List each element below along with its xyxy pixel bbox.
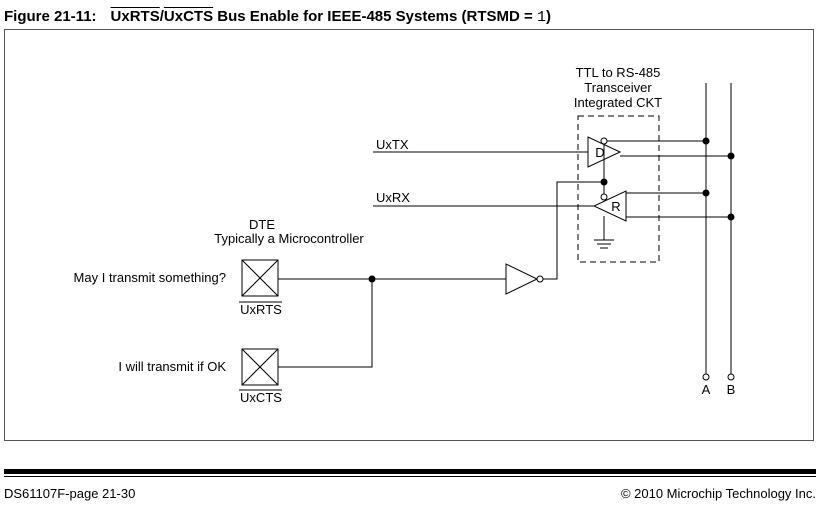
figure-caption: Figure 21-11: UxRTS/UxCTS Bus Enable for … xyxy=(4,8,551,26)
rts-pin-label: UxRTS xyxy=(240,302,282,317)
ground-symbol xyxy=(594,216,614,249)
figure-frame xyxy=(4,29,814,441)
caption-close: ) xyxy=(545,8,551,25)
transceiver-box xyxy=(577,115,660,263)
enable-wire xyxy=(543,181,604,280)
footer-page-number: DS61107F-page 21-30 xyxy=(4,486,136,501)
junction-dot xyxy=(600,178,608,186)
junction-dot xyxy=(368,275,376,283)
inverter-triangle xyxy=(505,263,539,295)
transceiver-label-3: Integrated CKT xyxy=(574,95,662,110)
uxrx-label: UxRX xyxy=(376,190,410,205)
cts-wire xyxy=(278,279,373,368)
transceiver-label-2: Transceiver xyxy=(584,80,652,95)
uxtx-label: UxTX xyxy=(376,137,409,152)
rts-pin-box xyxy=(241,259,279,297)
caption-title: Bus Enable for IEEE-485 Systems (RTSMD = xyxy=(213,8,537,25)
junction-dot xyxy=(702,189,710,197)
inverter-bubble xyxy=(536,275,544,283)
transceiver-label-1: TTL to RS-485 xyxy=(576,65,661,80)
footer-rule-thin xyxy=(4,476,816,477)
footer-rule-thick xyxy=(4,469,816,474)
cts-pin-box xyxy=(241,348,279,386)
caption-slash: / xyxy=(159,8,164,25)
caption-rts-signal: UxRTS xyxy=(110,8,160,25)
receiver-enable-bubble xyxy=(600,193,608,201)
junction-dot xyxy=(702,137,710,145)
dte-sublabel: Typically a Microcontroller xyxy=(214,231,364,246)
cts-description: I will transmit if OK xyxy=(118,359,226,374)
footer-copyright: © 2010 Microchip Technology Inc. xyxy=(620,486,816,501)
rts-description: May I transmit something? xyxy=(74,270,226,285)
cts-pin-label: UxCTS xyxy=(240,390,282,405)
receiver-triangle xyxy=(592,190,627,222)
junction-dot xyxy=(727,152,735,160)
terminal-b xyxy=(727,373,735,381)
receiver-label: R xyxy=(611,199,620,214)
caption-code: 1 xyxy=(536,9,546,26)
terminal-a-label: A xyxy=(702,382,711,397)
caption-cts-signal: UxCTS xyxy=(163,8,214,25)
driver-enable-bubble xyxy=(600,137,608,145)
driver-label: D xyxy=(595,145,604,160)
junction-dot xyxy=(727,213,735,221)
dte-label: DTE xyxy=(249,217,275,232)
terminal-b-label: B xyxy=(727,382,736,397)
terminal-a xyxy=(702,373,710,381)
figure-number: Figure 21-11: xyxy=(4,8,97,25)
